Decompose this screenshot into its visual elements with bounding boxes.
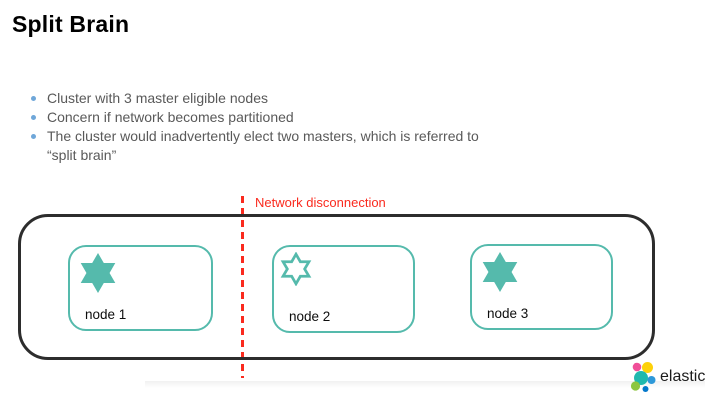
slide-title: Split Brain	[12, 11, 130, 37]
bullet-dot-icon	[31, 134, 36, 139]
cluster-boundary-box	[18, 214, 655, 360]
master-star-filled-icon	[80, 253, 116, 293]
elastic-logo-icon	[630, 362, 656, 392]
node-label: node 2	[289, 309, 331, 324]
node-2-box: node 2	[272, 245, 415, 333]
bullet-text: Concern if network becomes partitioned	[47, 109, 294, 125]
master-star-outline-icon	[280, 252, 312, 286]
bullet-dot-icon	[31, 115, 36, 120]
network-partition-label: Network disconnection	[255, 195, 386, 210]
bullet-list: Cluster with 3 master eligible nodes Con…	[28, 89, 498, 165]
bullet-item: Cluster with 3 master eligible nodes	[28, 89, 498, 108]
node-label: node 1	[85, 307, 127, 322]
elastic-wordmark: elastic	[660, 368, 706, 385]
bullet-text: The cluster would inadvertently elect tw…	[47, 128, 479, 163]
bullet-dot-icon	[31, 96, 36, 101]
node-3-box: node 3	[470, 244, 613, 330]
bullet-item: The cluster would inadvertently elect tw…	[28, 127, 498, 165]
elastic-brand: elastic	[627, 359, 705, 395]
bullet-item: Concern if network becomes partitioned	[28, 108, 498, 127]
network-partition-dashed-line	[241, 196, 244, 378]
master-star-filled-icon	[482, 252, 518, 292]
bullet-text: Cluster with 3 master eligible nodes	[47, 90, 268, 106]
slide-edge-shadow	[145, 381, 705, 388]
node-1-box: node 1	[68, 245, 213, 331]
node-label: node 3	[487, 306, 529, 321]
